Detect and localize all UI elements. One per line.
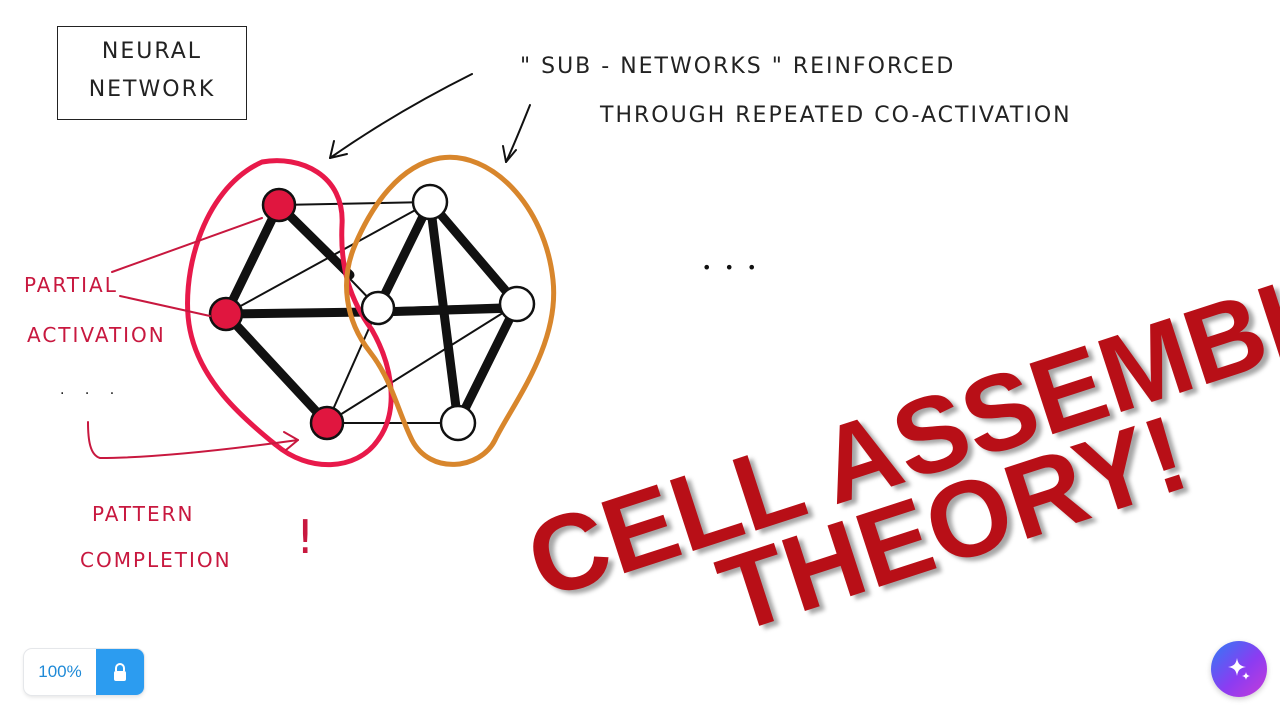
edge-thin <box>326 303 518 424</box>
arrow-to-orange-group <box>505 104 531 163</box>
node-active <box>261 187 297 223</box>
node-inactive <box>498 285 536 323</box>
node-active <box>208 296 244 332</box>
edge-thick <box>221 200 284 319</box>
thick-edges <box>221 197 522 428</box>
partial-label: PARTIAL <box>24 273 118 297</box>
zoom-control: 100% <box>24 649 144 695</box>
node-active <box>309 405 345 441</box>
activation-label: ACTIVATION <box>27 323 166 347</box>
co-activation-label: THROUGH REPEATED CO-ACTIVATION <box>600 103 1072 128</box>
completion-arrow <box>87 421 299 460</box>
ai-assistant-button[interactable] <box>1211 641 1267 697</box>
edge-thick <box>425 197 522 309</box>
black-arrows <box>329 73 531 163</box>
edge-thick <box>453 299 522 428</box>
edge-thick <box>221 309 332 428</box>
node-inactive <box>360 290 396 326</box>
right-ellipsis: • • • <box>702 258 761 277</box>
edge-thick <box>221 307 375 319</box>
activation-pointer-line <box>119 295 211 317</box>
node-inactive <box>411 183 449 221</box>
arrow-to-red-group <box>329 73 473 159</box>
lock-icon <box>114 663 126 681</box>
edge-thick <box>373 303 522 317</box>
zoom-level-button[interactable]: 100% <box>38 662 82 681</box>
node-inactive <box>439 404 477 442</box>
edge-thick <box>373 197 435 313</box>
red-arrows <box>87 217 299 460</box>
edge-thin <box>278 201 431 206</box>
neural-label: NEURAL <box>101 39 203 64</box>
network-label: NETWORK <box>88 77 216 102</box>
exclamation-mark: ! <box>296 510 317 564</box>
neural-network-label-box: NEURAL NETWORK <box>57 26 247 120</box>
red-group-outline <box>185 158 394 468</box>
sub-networks-label: " SUB - NETWORKS " REINFORCED <box>520 54 956 79</box>
nodes <box>208 183 536 442</box>
orange-group-outline <box>344 154 557 467</box>
completion-label: COMPLETION <box>80 548 232 572</box>
pattern-label: PATTERN <box>92 502 195 526</box>
lock-button[interactable] <box>96 649 144 695</box>
partial-pointer-line <box>111 217 263 273</box>
sparkle-icon <box>1228 658 1250 680</box>
left-ellipsis: . . . <box>60 382 123 398</box>
